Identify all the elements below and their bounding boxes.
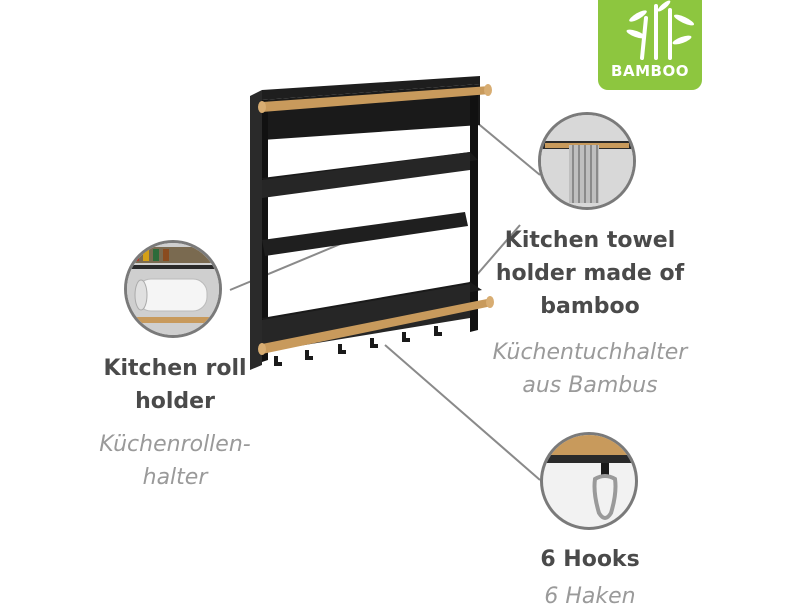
product-illustration (229, 76, 541, 481)
roll-bar (262, 212, 468, 256)
towel-holder-subtitle: Küchentuchhalter aus Bambus (492, 340, 688, 398)
hooks-row (274, 326, 442, 366)
roll-holder-subtitle: Küchenrollen- halter (99, 432, 251, 490)
leader-line-hooks (384, 344, 541, 481)
bamboo-icon (626, 0, 695, 60)
roll-detail-image (124, 240, 222, 338)
bamboo-rod-bottom (258, 296, 494, 355)
towel-holder-title: Kitchen towel holder made of bamboo (495, 228, 685, 319)
roll-holder-title: Kitchen roll holder (103, 356, 247, 414)
hooks-subtitle: 6 Haken (544, 584, 636, 609)
bamboo-badge: BAMBOO (598, 0, 702, 90)
bamboo-label: BAMBOO (611, 62, 689, 80)
hooks-detail-image (540, 432, 638, 530)
hooks-title: 6 Hooks (540, 547, 640, 572)
bamboo-rod-top (258, 84, 492, 113)
towel-detail-image (538, 112, 636, 210)
